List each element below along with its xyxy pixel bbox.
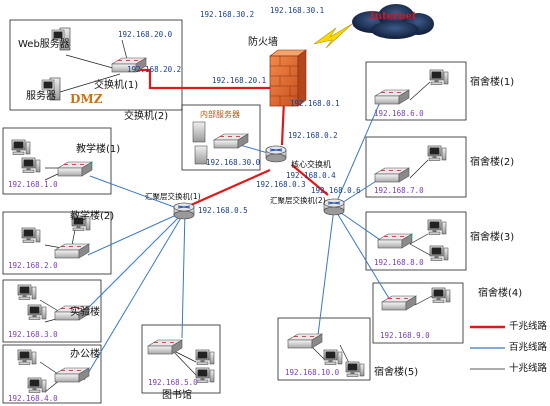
web-server-icon <box>51 27 71 51</box>
group-label-ssl4: 宿舍楼(4) <box>478 288 523 299</box>
firewall-ip-bottom: 192.168.0.1 <box>290 99 340 108</box>
switch2-label: 交换机(2) <box>124 111 169 122</box>
firewall-label: 防火墙 <box>248 37 278 48</box>
firewall-ip-top1: 192.168.30.2 <box>200 10 255 19</box>
box-ssl4 <box>372 282 464 344</box>
group-subnet-ssl2: 192.168.7.0 <box>374 186 424 195</box>
group-subnet-jxl1: 192.168.1.0 <box>8 180 58 189</box>
core-switch-icon <box>265 145 287 163</box>
server-label: 服务器 <box>26 91 56 102</box>
group-label-bgl: 办公楼 <box>70 349 100 360</box>
legend-fast-label: 百兆线路 <box>509 342 548 353</box>
gigabit-links <box>138 68 329 207</box>
internal-server-box <box>181 104 261 171</box>
box-ssl2 <box>365 136 467 198</box>
agg-switch2-icon <box>323 198 345 216</box>
box-jxl1 <box>2 127 112 195</box>
group-label-ssl2: 宿舍楼(2) <box>470 157 515 168</box>
box-ssl5 <box>277 317 371 381</box>
group-label-library: 图书馆 <box>162 390 192 401</box>
agg-switch2-label: 汇聚层交换机(2) <box>270 196 326 205</box>
core-ip-top: 192.168.0.2 <box>288 131 338 140</box>
group-subnet-syl: 192.168.3.0 <box>8 330 58 339</box>
group-label-jxl1: 教学楼(1) <box>76 144 121 155</box>
firewall-ip-top2: 192.168.30.1 <box>270 6 325 15</box>
box-ssl1 <box>365 61 467 121</box>
legend-gigabit-label: 千兆线路 <box>509 321 548 332</box>
group-subnet-jxl2: 192.168.2.0 <box>8 261 58 270</box>
group-subnet-bgl: 192.168.4.0 <box>8 394 58 403</box>
dmz-label: DMZ <box>70 92 103 106</box>
web-server-label: Web服务器 <box>18 39 70 50</box>
internal-server-subnet: 192.168.30.0 <box>206 158 261 167</box>
agg-switch1-icon <box>173 202 195 220</box>
box-library <box>141 324 221 394</box>
agg-switch1-ip: 192.168.0.5 <box>198 206 248 215</box>
lightning-icon <box>313 23 353 49</box>
box-jxl2 <box>2 211 112 275</box>
group-label-jxl2: 教学楼(2) <box>70 211 115 222</box>
group-subnet-ssl5: 192.168.10.0 <box>285 368 340 377</box>
group-subnet-library: 192.168.5.0 <box>148 378 198 387</box>
group-subnet-ssl4: 192.168.9.0 <box>380 331 430 340</box>
core-ip-mid: 192.168.0.4 <box>286 171 336 180</box>
group-label-ssl5: 宿舍楼(5) <box>374 367 419 378</box>
internet-cloud-icon <box>352 4 434 39</box>
legend-ten-label: 十兆线路 <box>509 363 548 374</box>
dmz-gateway-ip: 192.168.20.2 <box>127 65 182 74</box>
group-boxes <box>2 19 467 404</box>
core-ip-left: 192.168.0.3 <box>256 180 306 189</box>
box-ssl3 <box>365 211 467 271</box>
internet-label: Internet <box>370 11 417 22</box>
core-switch-label: 核心交换机 <box>291 160 331 169</box>
legend-lines <box>470 325 505 370</box>
firewall-ip-left: 192.168.20.1 <box>212 76 267 85</box>
group-label-ssl3: 宿舍楼(3) <box>470 232 515 243</box>
internal-server-label: 内部服务器 <box>200 110 240 119</box>
firewall-icon <box>269 49 307 107</box>
group-subnet-ssl1: 192.168.6.0 <box>374 109 424 118</box>
fast-links <box>77 101 394 381</box>
box-syl <box>2 279 102 343</box>
internal-server-icons <box>192 121 249 165</box>
group-label-syl: 实验楼 <box>70 307 100 318</box>
group-label-ssl1: 宿舍楼(1) <box>470 77 515 88</box>
box-bgl <box>2 344 102 404</box>
dmz-subnet: 192.168.20.0 <box>118 30 173 39</box>
dmz-box <box>9 19 183 111</box>
server-icon <box>41 77 61 101</box>
switch1-label: 交换机(1) <box>94 80 139 91</box>
core-ip-right: 192.168.0.6 <box>311 186 361 195</box>
group-subnet-ssl3: 192.168.8.0 <box>374 258 424 267</box>
agg-switch1-label: 汇聚层交换机(1) <box>145 192 201 201</box>
